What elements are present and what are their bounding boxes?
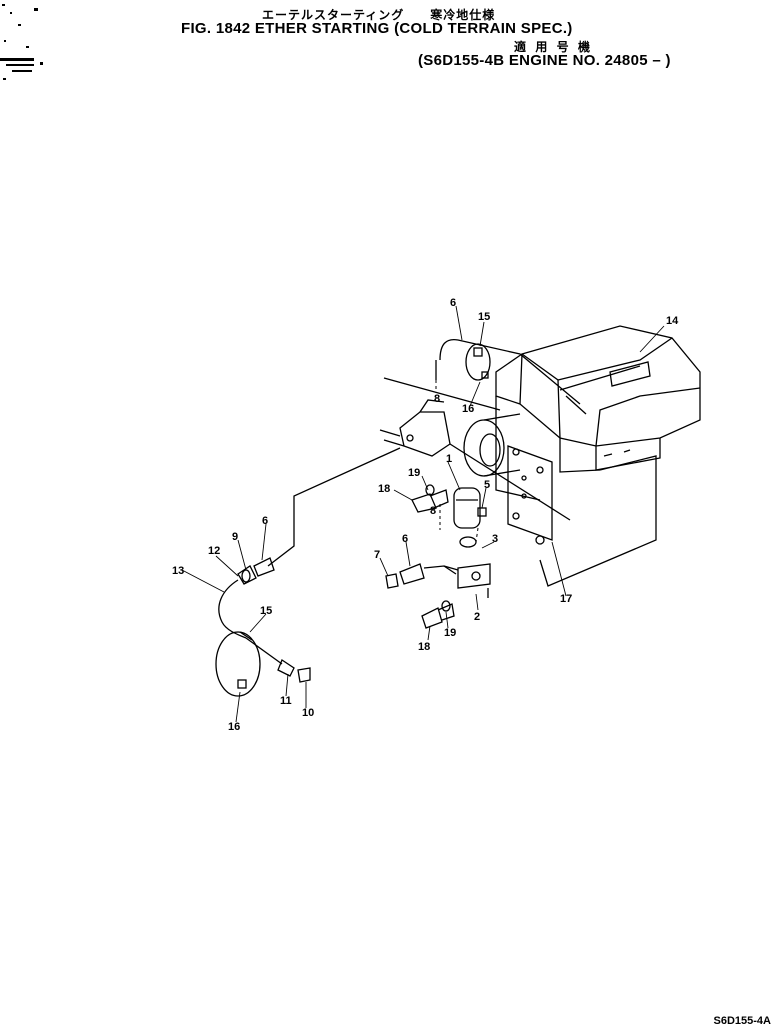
- japanese-title: エーテルスターティング 寒冷地仕様: [262, 8, 496, 22]
- ether-cylinder: [453, 487, 487, 529]
- callout-6a: 6: [262, 515, 268, 527]
- callout-11: 11: [280, 695, 292, 707]
- callout-19b: 19: [444, 627, 456, 639]
- callout-15b: 15: [260, 605, 272, 617]
- callout-2: 2: [474, 611, 480, 623]
- callout-leaders: [181, 305, 665, 723]
- pulley: [463, 413, 521, 477]
- applicability-line: (S6D155-4B ENGINE NO. 24805 – ): [418, 52, 671, 69]
- callout-14: 14: [666, 315, 679, 327]
- callout-13: 13: [172, 565, 184, 577]
- fitting-right: [385, 563, 457, 589]
- scan-noise: [0, 4, 43, 80]
- callout-8a: 8: [434, 393, 440, 405]
- drawing-code: S6D155-4A: [713, 1015, 771, 1027]
- leader-dashes: [435, 380, 479, 543]
- callout-7: 7: [374, 549, 380, 561]
- callout-19a: 19: [408, 467, 420, 479]
- ether-tube: [267, 447, 401, 567]
- intake-bracket: [379, 377, 571, 521]
- callout-1: 1: [446, 453, 452, 465]
- callout-16b: 16: [228, 721, 240, 733]
- callout-18a: 18: [378, 483, 390, 495]
- flexible-hose: [215, 579, 311, 697]
- callout-16a: 16: [462, 403, 474, 415]
- upper-tube: [435, 338, 587, 415]
- callout-9: 9: [232, 531, 238, 543]
- figure-title: FIG. 1842 ETHER STARTING (COLD TERRAIN S…: [181, 20, 573, 37]
- engine-housing: [495, 325, 701, 587]
- callout-12: 12: [208, 545, 220, 557]
- japanese-applicability: 適 用 号 機: [514, 40, 594, 54]
- callout-10: 10: [302, 707, 314, 719]
- mounting-bracket: [507, 445, 553, 545]
- callout-15a: 15: [478, 311, 490, 323]
- callout-18b: 18: [418, 641, 430, 653]
- callout-5: 6: [450, 297, 456, 309]
- callout-4: 5: [484, 479, 490, 491]
- callout-3: 3: [492, 533, 498, 545]
- bolt-lower: [421, 600, 455, 629]
- valve-assembly: [443, 536, 491, 598]
- callout-17: 17: [560, 593, 572, 605]
- callout-8b: 8: [430, 505, 436, 517]
- callout-6b: 6: [402, 533, 408, 545]
- bolt-upper: [411, 484, 449, 513]
